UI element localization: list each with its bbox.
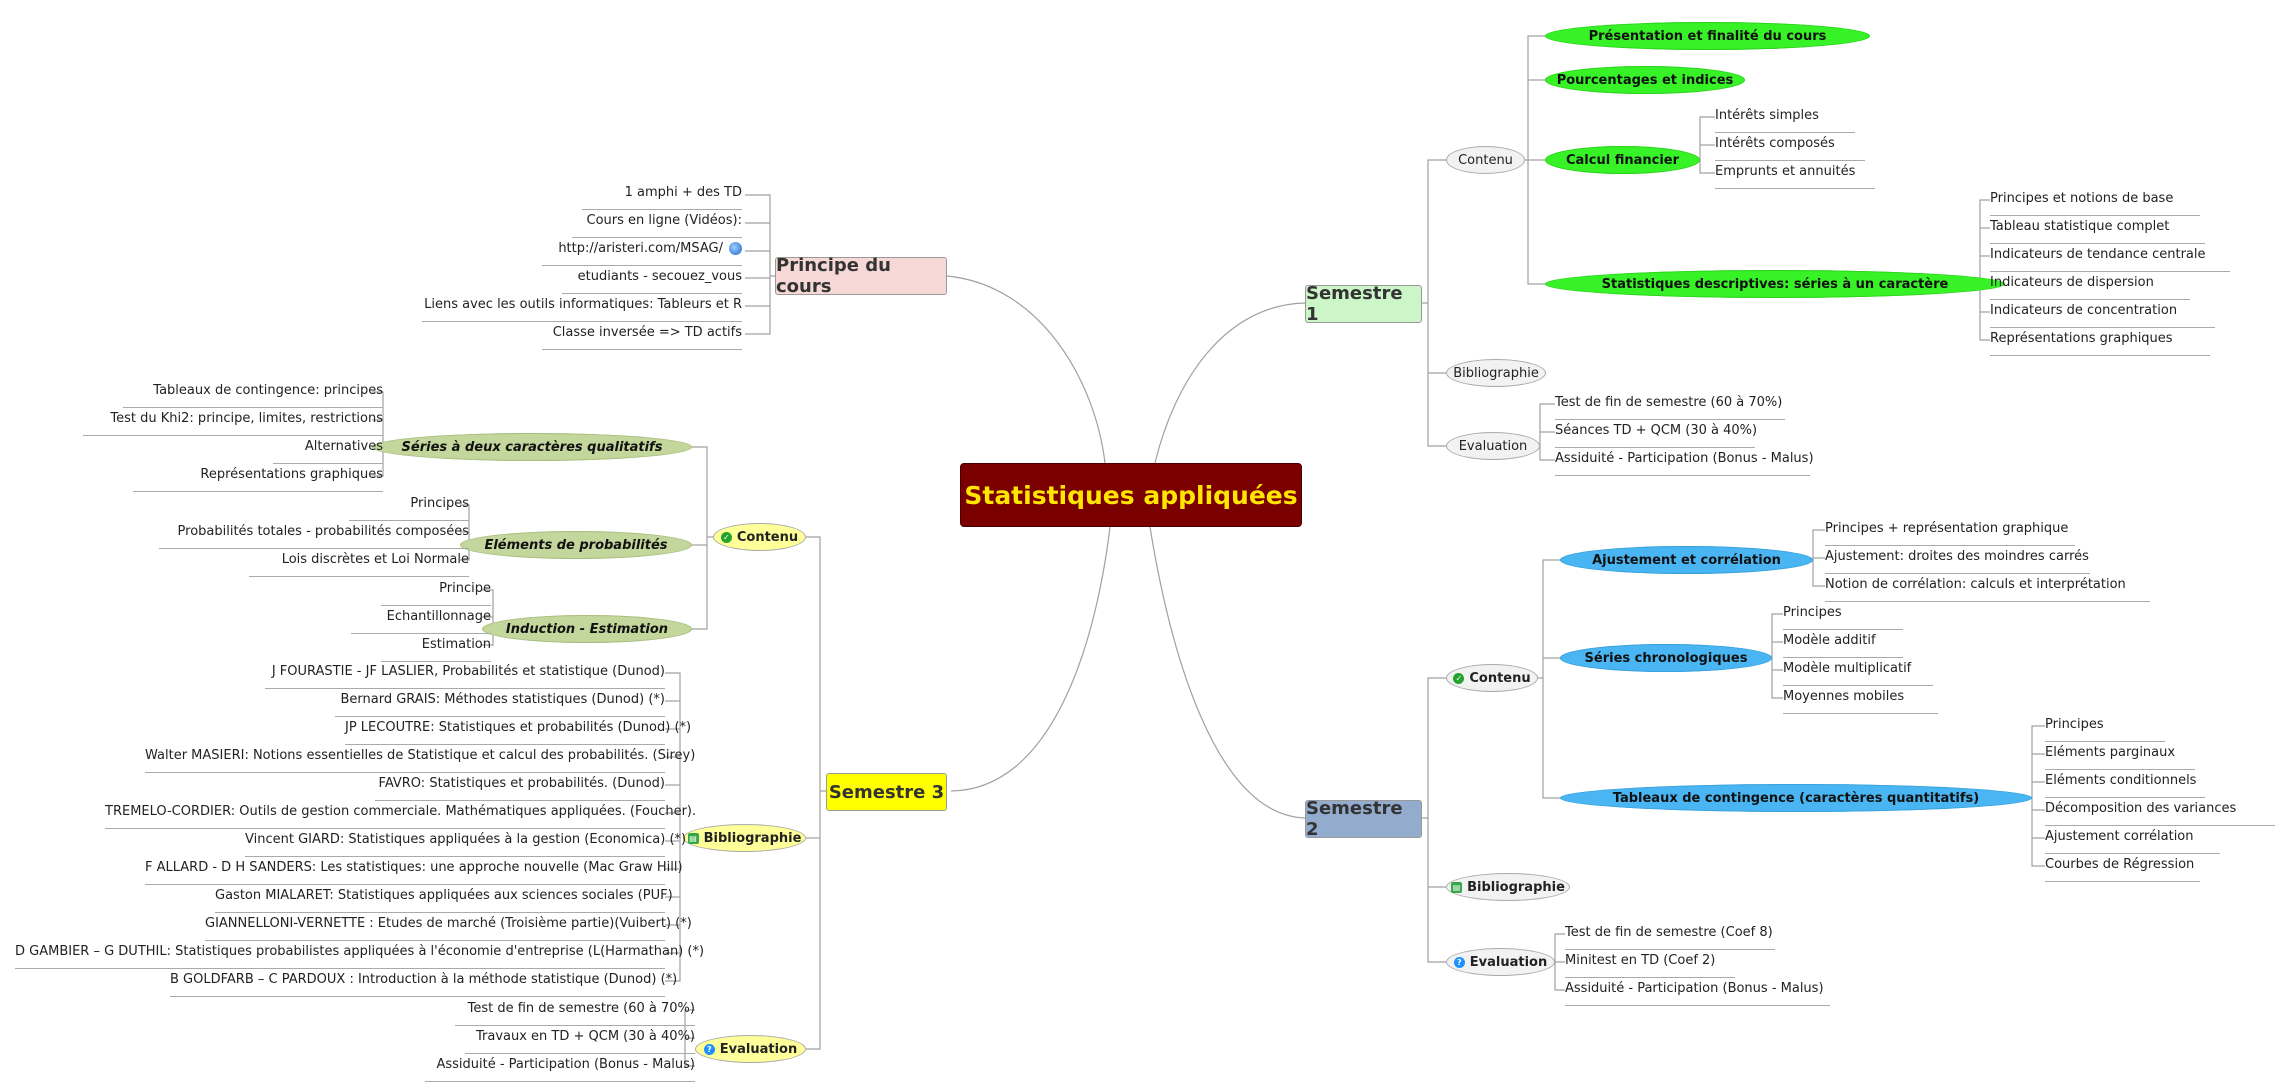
semestre-1-topic[interactable]: Semestre 1	[1305, 283, 1422, 325]
sem3-biblio-label: Bibliographie	[703, 830, 802, 846]
sem2-tableaux-contingence[interactable]: Tableaux de contingence (caractères quan…	[1560, 784, 2032, 812]
sem3-bibliographie[interactable]: ▤ Bibliographie	[683, 824, 806, 852]
biblio-item: GIANNELLONI-VERNETTE : Etudes de marché …	[205, 914, 692, 941]
root-topic[interactable]: Statistiques appliquées	[960, 463, 1302, 527]
biblio-item: B GOLDFARB – C PARDOUX : Introduction à …	[170, 970, 677, 997]
tableaux-item: Décomposition des variances	[2045, 799, 2275, 826]
tableaux-item: Ajustement corrélation	[2045, 827, 2220, 854]
sem3-series-qualitatifs[interactable]: Séries à deux caractères qualitatifs	[372, 433, 692, 461]
principe-item: Liens avec les outils informatiques: Tab…	[422, 295, 742, 322]
sem2-contenu-label: Contenu	[1469, 670, 1531, 686]
biblio-item: J FOURASTIE - JF LASLIER, Probabilités e…	[265, 662, 665, 689]
biblio-item: FAVRO: Statistiques et probabilités. (Du…	[375, 774, 665, 801]
sem2-series-chrono[interactable]: Séries chronologiques	[1560, 644, 1772, 672]
biblio-item: JP LECOUTRE: Statistiques et probabilité…	[345, 718, 691, 745]
principe-item-url[interactable]: http://aristeri.com/MSAG/	[542, 239, 742, 266]
check-icon: ✓	[1453, 672, 1465, 684]
induction-item: Echantillonnage	[351, 607, 491, 634]
sem2-contenu[interactable]: ✓ Contenu	[1446, 664, 1538, 692]
stats-item: Indicateurs de concentration	[1990, 301, 2215, 328]
sem1-stats-descriptives[interactable]: Statistiques descriptives: séries à un c…	[1545, 270, 2005, 298]
stats-item: Indicateurs de dispersion	[1990, 273, 2190, 300]
biblio-item: F ALLARD - D H SANDERS: Les statistiques…	[145, 858, 683, 885]
sem2-eval-item: Minitest en TD (Coef 2)	[1565, 951, 1735, 978]
sem3-eval-label: Evaluation	[719, 1041, 798, 1057]
stats-item: Indicateurs de tendance centrale	[1990, 245, 2230, 272]
sem3-evaluation[interactable]: ? Evaluation	[695, 1035, 806, 1063]
proba-item: Probabilités totales - probabilités comp…	[159, 522, 469, 549]
semestre-3-topic[interactable]: Semestre 3	[826, 773, 947, 811]
calcul-item: Intérêts simples	[1715, 106, 1855, 133]
series2-item: Représentations graphiques	[133, 465, 383, 492]
stats-item: Tableau statistique complet	[1990, 217, 2205, 244]
sem2-eval-item: Assiduité - Participation (Bonus - Malus…	[1565, 979, 1830, 1006]
globe-icon	[729, 242, 742, 255]
proba-item: Lois discrètes et Loi Normale	[249, 550, 469, 577]
sem1-bibliographie[interactable]: Bibliographie	[1446, 359, 1546, 387]
sem1-eval-item: Test de fin de semestre (60 à 70%)	[1555, 393, 1785, 420]
principe-item: 1 amphi + des TD	[582, 183, 742, 210]
sem3-eval-item: Travaux en TD + QCM (30 à 40%)	[465, 1027, 695, 1054]
sem1-evaluation[interactable]: Evaluation	[1446, 432, 1540, 460]
biblio-item: Bernard GRAIS: Méthodes statistiques (Du…	[335, 690, 665, 717]
series2-item: Tableaux de contingence: principes	[123, 381, 383, 408]
check-icon: ✓	[720, 531, 732, 543]
proba-item: Principes	[349, 494, 469, 521]
help-icon: ?	[1453, 956, 1465, 968]
stats-item: Représentations graphiques	[1990, 329, 2210, 356]
sem2-ajustement[interactable]: Ajustement et corrélation	[1560, 546, 1813, 574]
book-icon: ▤	[1451, 881, 1463, 893]
biblio-item: Walter MASIERI: Notions essentielles de …	[145, 746, 695, 773]
tableaux-item: Principes	[2045, 715, 2165, 742]
series-item: Modèle multiplicatif	[1783, 659, 1933, 686]
series2-item: Alternatives	[273, 437, 383, 464]
url-text[interactable]: http://aristeri.com/MSAG/	[558, 241, 723, 256]
sem2-biblio-label: Bibliographie	[1467, 879, 1565, 895]
sem1-presentation[interactable]: Présentation et finalité du cours	[1545, 22, 1870, 50]
induction-item: Estimation	[381, 635, 491, 662]
ajust-item: Principes + représentation graphique	[1825, 519, 2075, 546]
series-item: Principes	[1783, 603, 1903, 630]
principe-item: Classe inversée => TD actifs	[542, 323, 742, 350]
book-icon: ▤	[687, 832, 699, 844]
sem3-eval-item: Assiduité - Participation (Bonus - Malus…	[425, 1055, 695, 1082]
sem3-eval-item: Test de fin de semestre (60 à 70%)	[455, 999, 695, 1026]
principe-du-cours-topic[interactable]: Principe du cours	[775, 255, 947, 297]
sem2-bibliographie[interactable]: ▤ Bibliographie	[1446, 873, 1570, 901]
calcul-item: Intérêts composés	[1715, 134, 1865, 161]
sem3-contenu-label: Contenu	[736, 529, 799, 545]
ajust-item: Notion de corrélation: calculs et interp…	[1825, 575, 2150, 602]
series-item: Modèle additif	[1783, 631, 1903, 658]
sem3-contenu[interactable]: ✓ Contenu	[713, 523, 806, 551]
tableaux-item: Eléments parginaux	[2045, 743, 2195, 770]
help-icon: ?	[703, 1043, 715, 1055]
series-item: Moyennes mobiles	[1783, 687, 1938, 714]
sem1-pourcentages[interactable]: Pourcentages et indices	[1545, 66, 1745, 94]
tableaux-item: Eléments conditionnels	[2045, 771, 2205, 798]
biblio-item: Vincent GIARD: Statistiques appliquées à…	[245, 830, 686, 857]
series2-item: Test du Khi2: principe, limites, restric…	[83, 409, 383, 436]
sem1-eval-item: Assiduité - Participation (Bonus - Malus…	[1555, 449, 1814, 476]
stats-item: Principes et notions de base	[1990, 189, 2200, 216]
principe-item: etudiants - secouez_vous	[562, 267, 742, 294]
sem2-eval-label: Evaluation	[1469, 954, 1548, 970]
ajust-item: Ajustement: droites des moindres carrés	[1825, 547, 2090, 574]
tableaux-item: Courbes de Régression	[2045, 855, 2200, 882]
biblio-item: TREMELO-CORDIER: Outils de gestion comme…	[105, 802, 696, 829]
sem3-induction[interactable]: Induction - Estimation	[482, 615, 692, 643]
calcul-item: Emprunts et annuités	[1715, 162, 1875, 189]
sem1-calcul-financier[interactable]: Calcul financier	[1545, 146, 1700, 174]
sem3-probabilites[interactable]: Eléments de probabilités	[460, 531, 692, 559]
semestre-2-topic[interactable]: Semestre 2	[1305, 798, 1422, 840]
sem1-contenu[interactable]: Contenu	[1446, 146, 1525, 174]
sem1-eval-item: Séances TD + QCM (30 à 40%)	[1555, 421, 1757, 448]
principe-item: Cours en ligne (Vidéos):	[572, 211, 742, 238]
sem2-evaluation[interactable]: ? Evaluation	[1446, 948, 1555, 976]
sem2-eval-item: Test de fin de semestre (Coef 8)	[1565, 923, 1775, 950]
biblio-item: D GAMBIER – G DUTHIL: Statistiques proba…	[15, 942, 704, 969]
biblio-item: Gaston MIALARET: Statistiques appliquées…	[215, 886, 673, 913]
induction-item: Principe	[381, 579, 491, 606]
